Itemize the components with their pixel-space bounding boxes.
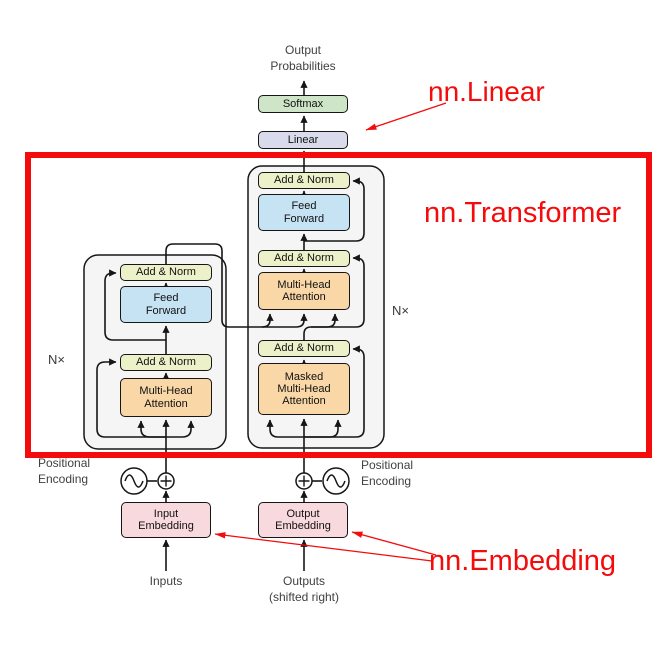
positional-encoding-right-label: Positional Encoding [361, 458, 414, 488]
positional-encoding-left-label: Positional Encoding [38, 456, 91, 486]
encoder-n-times-label: N× [48, 352, 65, 367]
decoder-n-times-label: N× [392, 303, 409, 318]
outputs-label: Outputs (shifted right) [268, 574, 340, 604]
annotation-nn-transformer: nn.Transformer [424, 197, 622, 229]
plus-circle-icon [295, 472, 313, 490]
nn-embedding-arrow-output [351, 531, 437, 556]
output-embedding-box: Output Embedding [258, 502, 348, 538]
sine-wave-icon [120, 467, 148, 495]
plus-circle-icon [157, 472, 175, 490]
annotation-nn-linear: nn.Linear [428, 76, 545, 107]
input-embedding-box: Input Embedding [121, 502, 211, 538]
nn-embedding-arrow-input [214, 532, 433, 562]
linear-box: Linear [258, 131, 348, 149]
nn-transformer-highlight-frame [25, 152, 652, 458]
sine-wave-icon [322, 467, 350, 495]
annotation-nn-embedding: nn.Embedding [429, 545, 617, 577]
inputs-label: Inputs [149, 574, 183, 588]
softmax-box: Softmax [258, 95, 348, 113]
output-probabilities-label: Output Probabilities [270, 43, 336, 73]
